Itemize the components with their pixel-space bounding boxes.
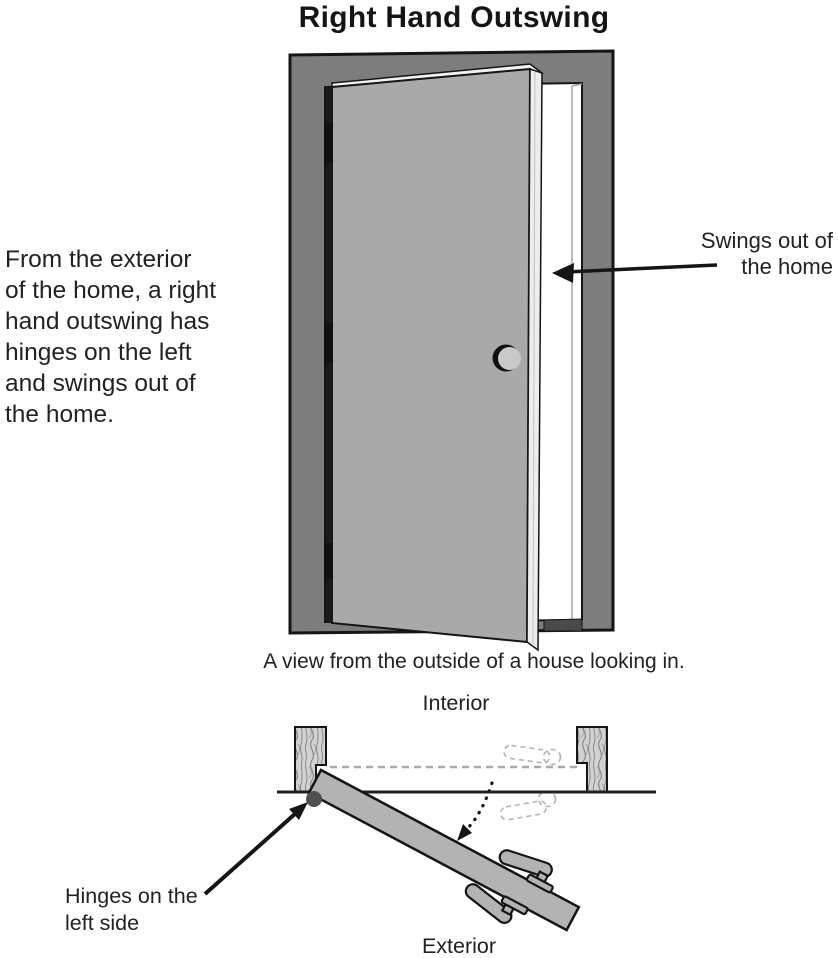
door-edge-detail-line: [532, 71, 536, 647]
hinge-annotation: Hinges on the left side: [65, 883, 265, 937]
description-line: From the exterior: [5, 246, 192, 273]
description-line: and swings out of: [5, 370, 196, 397]
door-hinges: [324, 87, 333, 623]
door-edge-face: [526, 67, 543, 652]
description-line: hand outswing has: [5, 308, 210, 335]
hinge-arrow: [203, 802, 308, 896]
view-caption: A view from the outside of a house looki…: [263, 650, 685, 673]
open-door-top-view: [307, 768, 581, 932]
right-jamb: [576, 726, 608, 793]
hinge-annotation-line: Hinges on the: [65, 884, 198, 908]
ghost-handle-interior: [503, 744, 562, 766]
swing-arc-arrow: [457, 781, 494, 841]
interior-label: Interior: [422, 691, 490, 715]
description-line: of the home, a right: [5, 277, 217, 304]
hinge-annotation-line: left side: [65, 911, 140, 935]
swing-annotation-line: the home: [741, 254, 833, 279]
swing-annotation-line: Swings out of: [700, 228, 833, 253]
door-knob: [492, 344, 521, 372]
swing-arrow: [552, 263, 718, 283]
swing-annotation: Swings out of the home: [610, 228, 833, 280]
ghost-handle-exterior: [499, 790, 557, 821]
top-view-diagram: [203, 726, 656, 932]
right-jamb-miter: [571, 83, 583, 87]
description-line: the home.: [5, 401, 114, 428]
exterior-label: Exterior: [421, 934, 497, 958]
door-frame-illustration: [288, 49, 615, 652]
hinge-dot: [306, 791, 322, 807]
description-text: From the exterior of the home, a right h…: [5, 244, 273, 430]
threshold: [543, 618, 583, 632]
description-line: hinges on the left: [5, 339, 192, 366]
door-handle-interior-side: [498, 849, 554, 894]
page-title: Right Hand Outswing: [298, 1, 610, 34]
door-handle-exterior-side: [464, 883, 529, 924]
